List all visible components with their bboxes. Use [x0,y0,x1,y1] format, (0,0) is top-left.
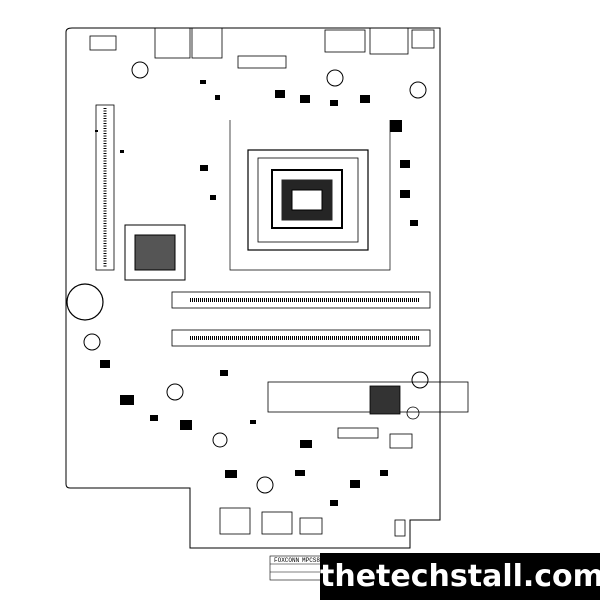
rear-io-connectors [89,27,435,69]
pcie-slot [95,104,115,271]
passive-components [95,80,418,506]
chipset-pch [124,224,186,281]
lower-right-components [267,381,469,449]
bottom-connectors [219,507,406,537]
cpu-socket [229,120,391,271]
title-block-model: MPCS8G [302,557,324,564]
mounting-holes [83,61,429,494]
cmos-battery [66,283,104,321]
watermark: thetechstall.com [320,553,600,600]
title-block-company: FOXCONN [274,557,300,564]
dimm-slots [171,291,431,347]
